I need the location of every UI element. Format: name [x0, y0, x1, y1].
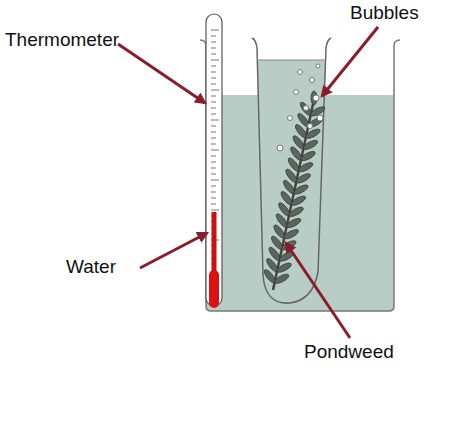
label-pondweed: Pondweed	[304, 342, 394, 363]
tube-water	[252, 38, 331, 303]
label-water: Water	[66, 257, 116, 278]
label-thermometer: Thermometer	[5, 30, 119, 51]
pondweed	[262, 91, 326, 290]
bubbles	[277, 64, 323, 151]
test-tube	[252, 38, 331, 303]
thermometer	[206, 14, 222, 308]
label-bubbles: Bubbles	[350, 3, 419, 24]
leader-lines	[118, 27, 378, 338]
